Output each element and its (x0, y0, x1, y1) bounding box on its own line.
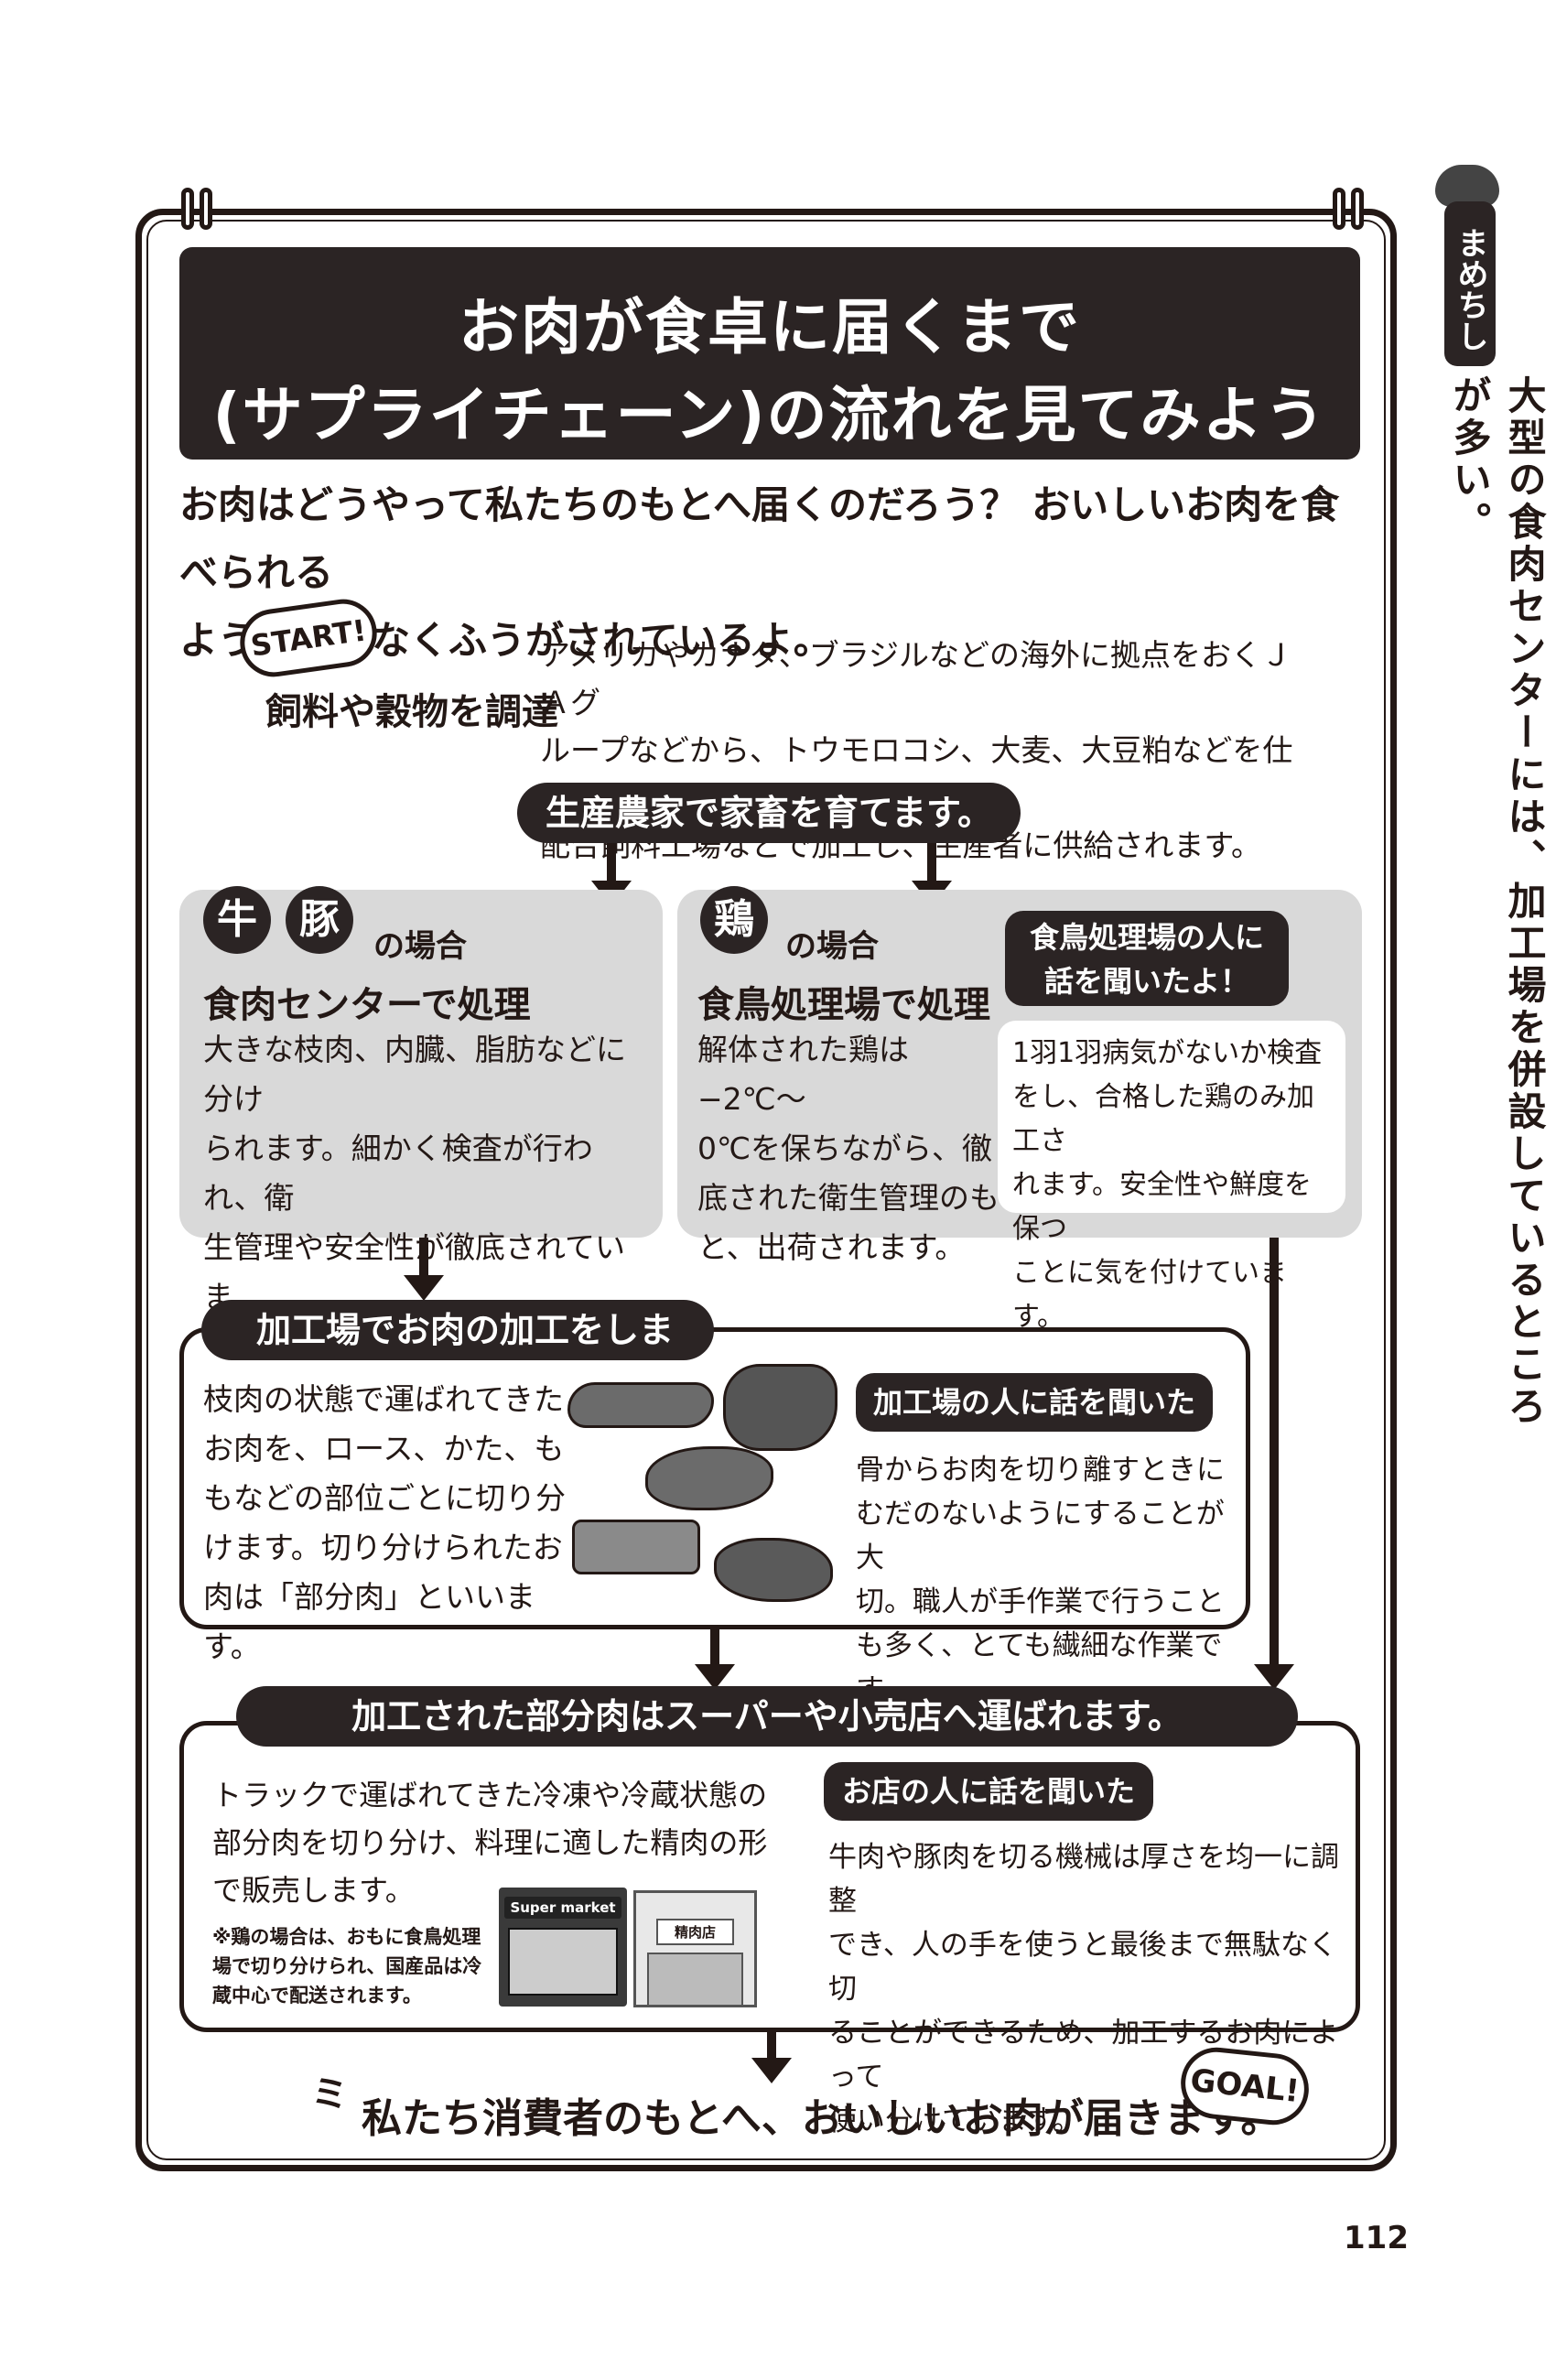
quote-line: をし、合格した鶏のみ加工さ (1012, 1081, 1314, 1157)
quote-line: 使い分けています。 (828, 2104, 1081, 2137)
quote-line: も多く、とても繊細な作業です。 (856, 1629, 1223, 1706)
store-window (508, 1928, 618, 1996)
text-line: けます。切り分けられたお (203, 1530, 563, 1565)
sparkle-icon: ミ (311, 2073, 348, 2115)
text-line: 解体された鶏は−2℃〜 (697, 1032, 909, 1117)
butcher-shop-icon: 精肉店 (633, 1890, 757, 2007)
supermarket-icon: Super market (499, 1888, 627, 2007)
chicken-char: 鶏 (700, 886, 768, 954)
hanging-ring-left (181, 188, 194, 230)
arrow-stem (710, 1629, 719, 1671)
title-line-1: お肉が食卓に届くまで (459, 292, 1081, 362)
arrow-stem (927, 843, 936, 884)
arrow-down-icon (1254, 1664, 1294, 1690)
text-line: もなどの部位ごとに切り分 (203, 1480, 566, 1516)
retail-text: トラックで運ばれてきた冷凍や冷蔵状態の 部分肉を切り分け、料理に適した精肉の形 … (212, 1771, 798, 1914)
text-line: 大きな枝肉、内臓、脂肪などに分け (203, 1032, 626, 1117)
arrow-stem (419, 1238, 428, 1279)
meat-thigh-icon (714, 1538, 833, 1602)
quote-line: 骨からお肉を切り離すときに (856, 1454, 1225, 1487)
text-line: られます。細かく検査が行われ、衛 (203, 1130, 593, 1216)
note-line: 場で切り分けられ、国産品は冷 (212, 1955, 482, 1977)
chicken-text: 解体された鶏は−2℃〜 0℃を保ちながら、徹 底された衛生管理のも と、出荷され… (697, 1025, 1000, 1272)
arrow-down-icon (695, 1664, 735, 1690)
meat-belly-icon (572, 1520, 700, 1574)
chicken-quote: 1羽1羽病気がないか検査 をし、合格した鶏のみ加工さ れます。安全性や鮮度を保つ… (998, 1021, 1345, 1333)
quote-line: れます。安全性や鮮度を保つ (1012, 1169, 1312, 1245)
speech-line: 話を聞いたよ！ (1043, 964, 1249, 999)
hanging-ring-right (1333, 188, 1345, 230)
retail-header: 加工された部分肉はスーパーや小売店へ運ばれます。 (236, 1686, 1298, 1747)
processing-text: 枝肉の状態で運ばれてきた お肉を、ロース、かた、も もなどの部位ごとに切り分 け… (203, 1375, 569, 1671)
text-line: 肉は「部分肉」といいます。 (203, 1579, 535, 1664)
quote-line: ることができるため、加工するお肉によって (828, 2017, 1339, 2093)
processing-speech-bubble: 加工場の人に話を聞いたよ！ (856, 1373, 1213, 1478)
title-banner: お肉が食卓に届くまで (サプライチェーン)の流れを見てみよう (179, 247, 1360, 460)
arrow-stem-long (1270, 1238, 1279, 1668)
retail-note: ※鶏の場合は、おもに食鳥処理 場で切り分けられ、国産品は冷 蔵中心で配送されます… (212, 1922, 487, 2010)
note-line: ※鶏の場合は、おもに食鳥処理 (212, 1926, 481, 1948)
meat-loin-icon (567, 1382, 714, 1428)
chicken-speech-bubble: 食鳥処理場の人に 話を聞いたよ！ (1005, 911, 1289, 1006)
store-window (647, 1953, 743, 2007)
text-line: 部分肉を切り分け、料理に適した精肉の形 (212, 1825, 768, 1860)
quote-line: でき、人の手を使うと最後まで無駄なく切 (828, 1929, 1337, 2006)
processing-quote: 骨からお肉を切り離すときに むだのないようにすることが大 切。職人が手作業で行う… (856, 1448, 1240, 1712)
intro-line-1: お肉はどうやって私たちのもとへ届くのだろう？ おいしいお肉を食べられる (179, 482, 1340, 595)
text-line: 生管理や安全性が徹底されていま (203, 1229, 626, 1314)
beef-pork-box (179, 890, 663, 1238)
text-line: お肉を、ロース、かた、も (203, 1431, 565, 1466)
pork-char: 豚 (286, 886, 353, 954)
beef-char: 牛 (203, 886, 271, 954)
page-number: 112 (1344, 2220, 1409, 2256)
speech-line: 食鳥処理場の人に (1029, 920, 1264, 955)
arrow-stem (767, 2032, 776, 2061)
quote-line: 切。職人が手作業で行うこと (856, 1585, 1225, 1618)
text-line: 0℃を保ちながら、徹 (697, 1130, 993, 1166)
text-line: 底された衛生管理のも (697, 1180, 1000, 1216)
text-line: で販売します。 (212, 1873, 415, 1908)
text-line: 枝肉の状態で運ばれてきた (203, 1381, 565, 1417)
retail-speech-bubble: お店の人に話を聞いたよ！ (824, 1762, 1153, 1867)
note-line: 蔵中心で配送されます。 (212, 1985, 422, 2007)
page-frame-inner (146, 220, 1386, 2160)
text-line: トラックで運ばれてきた冷凍や冷蔵状態の (212, 1778, 768, 1812)
hanging-ring-right-2 (1351, 188, 1364, 230)
quote-line: ことに気を付けています。 (1012, 1257, 1287, 1333)
supermarket-sign: Super market (504, 1897, 621, 1919)
chicken-title: 食鳥処理場で処理 (697, 984, 990, 1026)
sidebar-text: 大型の食肉センターには、加工場を併設しているところが多い。 (1447, 375, 1547, 1428)
processing-header: 加工場でお肉の加工をします。 (201, 1300, 714, 1411)
arrow-stem (607, 843, 616, 884)
meat-block-icon (723, 1364, 837, 1451)
step-raise-header: 生産農家で家畜を育てます。 (517, 783, 1021, 843)
title-line-2: (サプライチェーン)の流れを見てみよう (212, 380, 1327, 450)
butcher-sign: 精肉店 (656, 1919, 734, 1945)
quote-line: むだのないようにすることが大 (856, 1498, 1225, 1574)
meat-shoulder-icon (645, 1446, 773, 1510)
sidebar-tab: まめちしき (1400, 201, 1496, 366)
hanging-ring-left-2 (200, 188, 212, 230)
chicken-case: の場合 (785, 928, 879, 965)
arrow-down-icon (404, 1275, 444, 1301)
text-line: と、出荷されます。 (697, 1229, 966, 1265)
beef-pork-text: 大きな枝肉、内臓、脂肪などに分け られます。細かく検査が行われ、衛 生管理や安全… (203, 1025, 652, 1371)
meat-icon (1435, 165, 1499, 207)
beef-pork-title: 食肉センターで処理 (203, 984, 531, 1026)
start-text-line: アメリカやカナダ、ブラジルなどの海外に拠点をおくＪＡグ (540, 637, 1292, 720)
final-message: 私たち消費者のもとへ、おいしいお肉が届きます。 (362, 2095, 1281, 2142)
quote-line: 1羽1羽病気がないか検査 (1012, 1037, 1323, 1069)
quote-line: 牛肉や豚肉を切る機械は厚さを均一に調整 (828, 1841, 1339, 1918)
start-label: 飼料や穀物を調達 (265, 691, 558, 733)
arrow-down-icon (751, 2058, 792, 2083)
retail-quote: 牛肉や豚肉を切る機械は厚さを均一に調整 でき、人の手を使うと最後まで無駄なく切 … (828, 1835, 1341, 2143)
beef-pork-case: の場合 (373, 928, 467, 965)
